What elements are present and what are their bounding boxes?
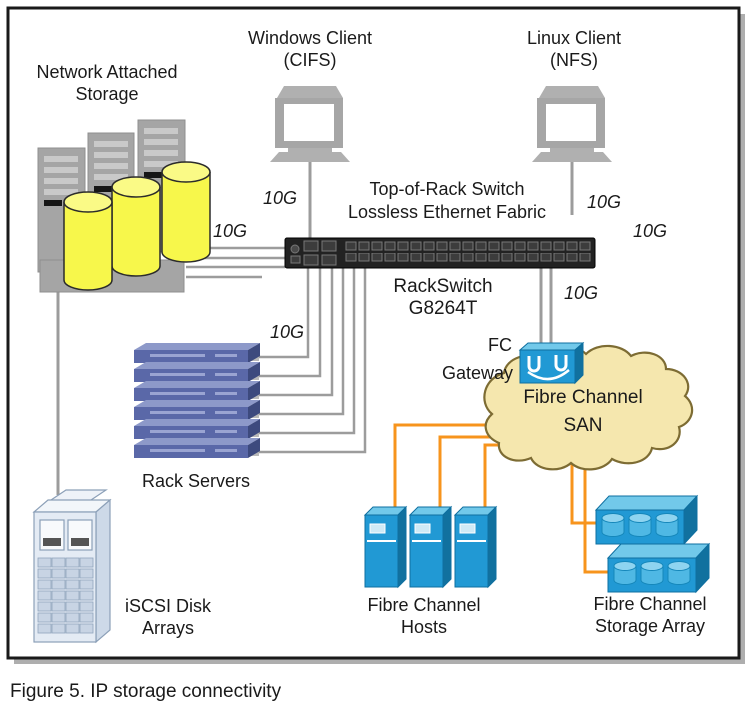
switch-uplink-port (303, 240, 319, 252)
fc-host-tower (408, 505, 453, 589)
rackswitch-icon (284, 237, 596, 269)
speed-label-linux: 10G (587, 192, 621, 212)
san-cloud-label-line1: Fibre Channel (523, 387, 642, 408)
link-san-host1 (393, 423, 510, 510)
fc-storage-shelf (606, 542, 711, 594)
fc-storage-array-icon (594, 494, 711, 594)
fc-host-tower (453, 505, 498, 589)
link-san-storage1 (570, 452, 600, 525)
windows-client-icon (270, 86, 350, 162)
link-server2-switch (252, 268, 322, 378)
switch-ports-row1 (345, 241, 592, 251)
rack-server-unit (134, 438, 260, 458)
rack-server-unit (134, 419, 260, 439)
linux-client-icon (532, 86, 612, 162)
fc-hosts-label-line1: Fibre Channel (367, 595, 480, 615)
nas-disk-1 (63, 191, 113, 291)
speed-label-windows: 10G (263, 188, 297, 208)
speed-label-uplink: 10G (633, 221, 667, 241)
link-server4-switch (252, 268, 345, 416)
linux-client-label-line2: (NFS) (550, 50, 598, 70)
speed-label-nas: 10G (213, 221, 247, 241)
switch-ports-row2 (345, 253, 592, 263)
link-server1-switch (252, 268, 310, 359)
rackswitch-model-line2: G8264T (409, 298, 478, 319)
rack-server-unit (134, 400, 260, 420)
rackswitch-model-line1: RackSwitch (393, 276, 492, 297)
rack-server-unit (134, 381, 260, 401)
fc-storage-label-line1: Fibre Channel (593, 594, 706, 614)
fc-storage-shelf (594, 494, 699, 546)
rack-servers-label: Rack Servers (142, 471, 250, 491)
nas-icon (37, 119, 211, 293)
link-san-host2 (438, 435, 512, 510)
iscsi-label-line1: iSCSI Disk (125, 596, 212, 616)
fc-hosts-icon (363, 505, 498, 589)
rack-servers-icon (134, 343, 260, 458)
windows-client-label-line2: (CIFS) (284, 50, 337, 70)
link-server3-switch (252, 268, 334, 397)
san-cloud-label-line2: SAN (563, 415, 602, 436)
fc-gateway-label-line2: Gateway (442, 363, 513, 383)
link-server6-switch (252, 268, 367, 454)
iscsi-drive-grid (37, 557, 94, 634)
tor-switch-title-line2: Lossless Ethernet Fabric (348, 202, 546, 222)
nas-label-line2: Storage (75, 84, 138, 104)
fc-storage-label-line2: Storage Array (595, 616, 705, 636)
tor-switch-title-line1: Top-of-Rack Switch (369, 179, 524, 199)
linux-client-label-line1: Linux Client (527, 28, 621, 48)
rack-server-unit (134, 362, 260, 382)
fc-host-tower (363, 505, 408, 589)
fc-gateway-label-line1: FC (488, 335, 512, 355)
iscsi-disk-array-icon (32, 489, 112, 644)
nas-disk-2 (111, 176, 161, 277)
ethernet-links (56, 162, 574, 495)
fc-hosts-label-line2: Hosts (401, 617, 447, 637)
figure-caption: Figure 5. IP storage connectivity (10, 681, 282, 702)
link-server5-switch (252, 268, 356, 435)
nas-disk-3 (161, 161, 211, 263)
speed-label-servers: 10G (270, 322, 304, 342)
nas-label-line1: Network Attached (36, 62, 177, 82)
fc-gateway-icon (518, 341, 585, 385)
rack-server-unit (134, 343, 260, 363)
windows-client-label-line1: Windows Client (248, 28, 372, 48)
speed-label-gateway: 10G (564, 283, 598, 303)
link-san-storage2 (583, 452, 612, 574)
iscsi-label-line2: Arrays (142, 618, 194, 638)
